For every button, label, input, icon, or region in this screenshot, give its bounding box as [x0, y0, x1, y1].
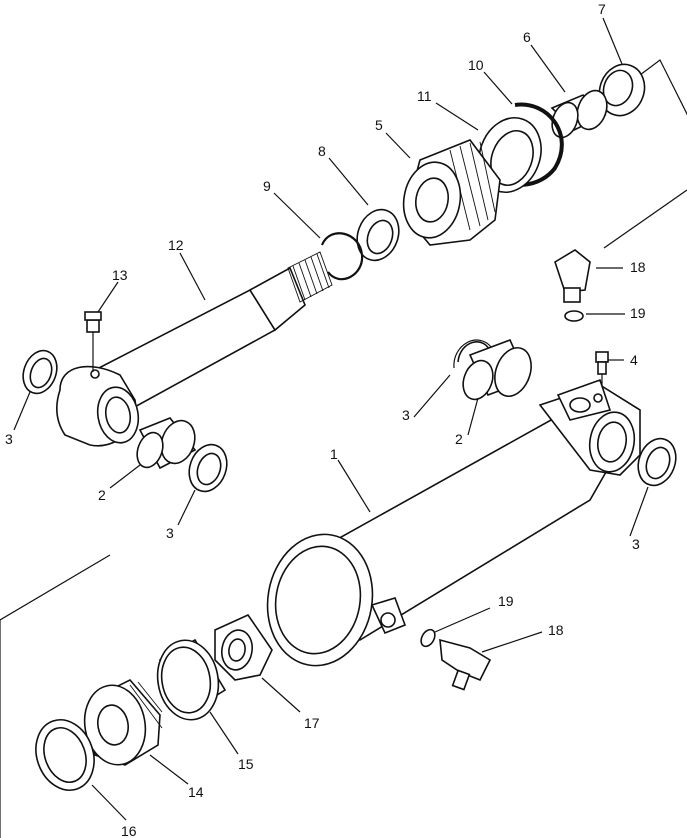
callout-1: 1	[330, 446, 338, 462]
callout-3-right-bottom: 3	[632, 536, 640, 552]
callout-14: 14	[188, 784, 204, 800]
part-8-dust-seal	[356, 208, 400, 262]
callout-19-top: 19	[630, 305, 646, 321]
callout-10: 10	[468, 57, 484, 73]
part-2-bushing-left	[136, 417, 197, 470]
callout-15: 15	[238, 756, 254, 772]
part-16-piston-ring	[35, 719, 95, 791]
part-1-cylinder-tube	[266, 378, 641, 667]
part-15-wear-ring	[156, 638, 227, 721]
callout-12: 12	[168, 237, 184, 253]
rod-thread	[287, 251, 333, 303]
part-3-seal-right-bottom	[637, 437, 677, 487]
callout-8: 8	[318, 143, 326, 159]
callout-9: 9	[263, 178, 271, 194]
callout-2-left: 2	[98, 487, 106, 503]
callout-19-bottom: 19	[498, 593, 514, 609]
callout-16: 16	[121, 823, 137, 838]
callout-labels: 7 6 10 11 5 8 9 12 13 18 19 4 3 3 2 2 3 …	[5, 1, 646, 838]
assembly-guide-lines	[0, 59, 687, 838]
callout-4: 4	[630, 352, 638, 368]
part-18-elbow-fitting-top	[554, 249, 591, 303]
callout-2-right: 2	[455, 431, 463, 447]
callout-17: 17	[304, 715, 320, 731]
callout-11: 11	[417, 88, 432, 104]
callout-3-left-top: 3	[5, 431, 13, 447]
callout-3-left-bottom: 3	[166, 525, 174, 541]
part-14-piston	[83, 679, 163, 766]
callout-6: 6	[523, 29, 531, 45]
part-3-seal-left-top	[22, 349, 58, 395]
part-12-piston-rod	[55, 251, 333, 447]
callout-18-bottom: 18	[548, 622, 564, 638]
part-2-bushing-right	[462, 338, 532, 401]
part-9-snap-ring	[320, 232, 364, 281]
callout-5: 5	[375, 117, 383, 133]
part-17-piston-nut	[214, 613, 273, 681]
part-11-backup-ring	[478, 117, 542, 193]
callout-leader-lines	[13, 17, 649, 821]
callout-13: 13	[112, 267, 128, 283]
part-7-wear-ring	[598, 63, 646, 117]
part-19-o-ring-top	[564, 310, 584, 322]
callout-7: 7	[598, 1, 606, 17]
part-19-o-ring-bottom	[420, 628, 436, 648]
part-3-seal-left-bottom	[188, 443, 228, 493]
part-5-cylinder-head	[402, 139, 501, 246]
part-13-grease-fitting	[84, 311, 102, 372]
callout-3-right-top: 3	[402, 407, 410, 423]
part-18-elbow-fitting-bottom	[439, 638, 492, 691]
part-6-bushing	[550, 89, 608, 139]
callout-18-top: 18	[630, 259, 646, 275]
